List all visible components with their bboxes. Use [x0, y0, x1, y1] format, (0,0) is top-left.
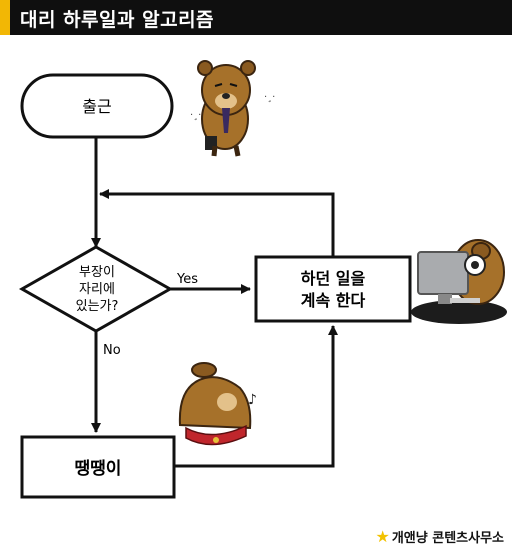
bear-whistling-icon: ♪ — [178, 362, 257, 446]
flow-connectors — [91, 137, 338, 468]
process-slacking: 땡땡이 — [20, 435, 176, 499]
decision-line-3: 있는가? — [76, 299, 119, 314]
arrow-loop-back — [99, 189, 335, 257]
process-keep-working: 하던 일을 계속 한다 — [254, 255, 412, 323]
star-icon: ★ — [375, 527, 390, 546]
page-title: 대리 하루일과 알고리즘 — [20, 9, 215, 31]
process-yes-line-2: 계속 한다 — [301, 291, 366, 310]
svg-text:♪: ♪ — [248, 392, 257, 408]
decision-node: 부장이 자리에 있는가? — [18, 245, 174, 333]
credit-label: ★개앤냥 콘텐츠사무소 — [375, 527, 504, 546]
bear-at-computer-icon — [411, 239, 507, 324]
bear-with-briefcase-icon: ·¸· ·¸· — [190, 60, 275, 157]
svg-text:·¸·: ·¸· — [190, 110, 201, 121]
decision-line-2: 자리에 — [79, 282, 115, 297]
decision-line-1: 부장이 — [79, 265, 115, 280]
flowchart-diagram: 출근 부장이 자리에 있는가? Yes No 하던 일을 계속 한다 땡땡이 ·… — [0, 35, 512, 552]
no-label: No — [103, 343, 121, 358]
start-label: 출근 — [82, 97, 111, 116]
process-no-label: 땡땡이 — [75, 459, 122, 479]
yes-label: Yes — [176, 272, 198, 287]
start-node: 출근 — [20, 73, 174, 139]
credit-text: 개앤냥 콘텐츠사무소 — [391, 531, 504, 546]
svg-text:·¸·: ·¸· — [264, 92, 275, 103]
arrow-slack-to-work — [174, 325, 338, 468]
process-yes-line-1: 하던 일을 — [301, 269, 366, 288]
title-bar: 대리 하루일과 알고리즘 — [0, 0, 512, 35]
title-accent-bar — [0, 0, 10, 35]
